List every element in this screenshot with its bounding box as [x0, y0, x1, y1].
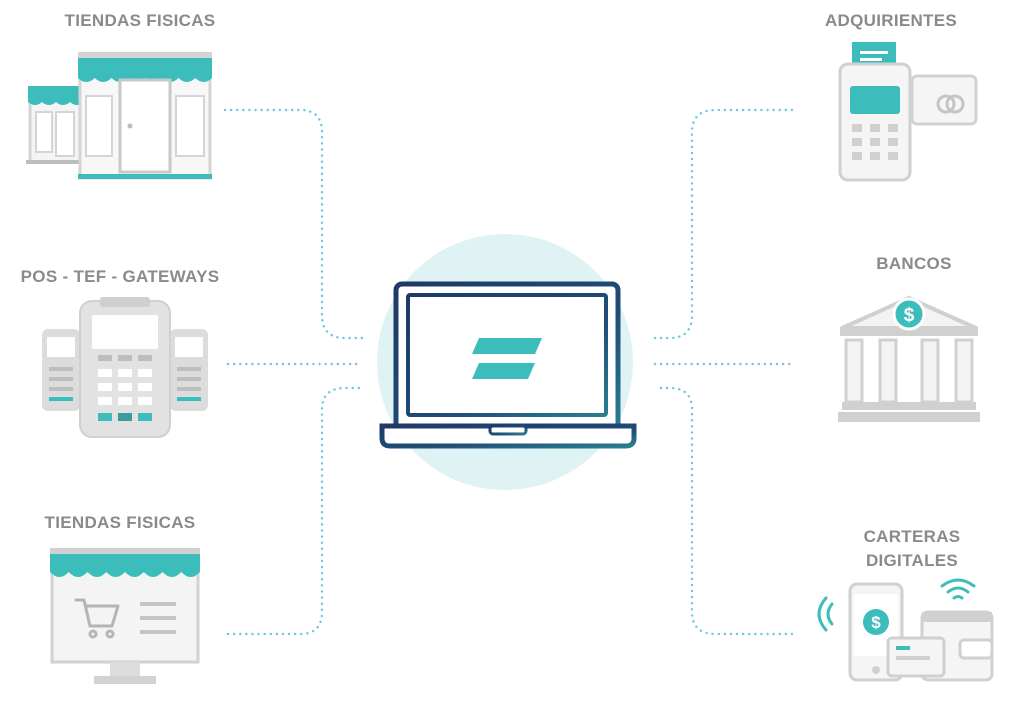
connector-left-top — [223, 108, 364, 340]
connector-left-bottom — [226, 386, 364, 636]
laptop-icon — [377, 234, 637, 490]
wifi-signal-icon — [940, 578, 976, 600]
logo-bar-top — [472, 338, 542, 354]
bank-node: $ — [836, 282, 982, 428]
store-icon — [26, 52, 212, 180]
cart-icon — [74, 598, 120, 639]
card-terminal-icon — [838, 42, 978, 182]
label-bancos: BANCOS — [876, 254, 952, 273]
bank-icon: $ — [838, 296, 980, 422]
digital-wallet-node: $ — [817, 578, 996, 686]
label-carteras-digitales-line1: CARTERAS — [863, 527, 961, 546]
label-pos-tef-gateways: POS - TEF - GATEWAYS — [20, 267, 220, 286]
wallet-phone-icon: $ — [817, 578, 994, 682]
logo-bar-bottom — [472, 363, 535, 379]
acquirer-node — [834, 42, 984, 184]
ecommerce-monitor-icon — [50, 548, 200, 684]
label-adquirientes: ADQUIRIENTES — [824, 11, 958, 30]
nfc-signal-icon — [817, 596, 834, 632]
label-tiendas-fisicas-top: TIENDAS FISICAS — [64, 11, 216, 30]
central-platform — [372, 232, 642, 492]
bank-dollar-symbol: $ — [904, 305, 915, 326]
wallet-dollar-symbol: $ — [871, 613, 881, 632]
dollar-coin-icon — [863, 609, 889, 635]
storefront-node — [26, 50, 216, 182]
connector-right-top — [653, 108, 794, 340]
dollar-coin-icon — [892, 297, 926, 331]
online-store-node — [48, 548, 202, 688]
pos-terminal-icon — [42, 297, 208, 438]
pos-node — [40, 297, 212, 439]
connector-right-bottom — [653, 386, 794, 636]
label-carteras-digitales-line2: DIGITALES — [865, 551, 959, 570]
label-tiendas-fisicas-bottom: TIENDAS FISICAS — [44, 513, 196, 532]
